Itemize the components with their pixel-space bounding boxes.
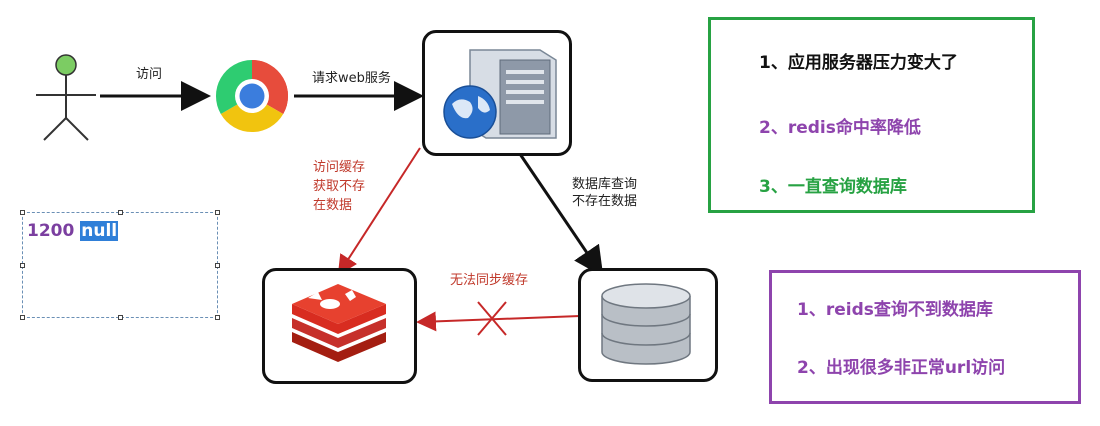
consequence-item-1: 1、应用服务器压力变大了 [759,53,958,73]
text-box-selection: null [80,221,119,241]
causes-panel: 1、reids查询不到数据库 2、出现很多非正常url访问 [769,270,1081,404]
resize-handle-bl[interactable] [20,315,25,320]
arrow-server-to-cache [337,147,421,276]
consequence-item-2: 2、redis命中率降低 [759,118,921,138]
label-cache-miss-line-3: 在数据 [313,198,353,213]
resize-handle-ml[interactable] [20,263,25,268]
arrow-db-to-cache [416,311,581,332]
text-box[interactable]: 1200 null [22,212,218,318]
label-cache-miss-line-2: 获取不存 [313,179,366,194]
cross-icon [477,301,507,336]
label-cache-miss: 访问缓存 获取不存 在数据 [313,158,365,215]
text-box-value: 1200 [27,221,75,241]
consequence-item-3: 3、一直查询数据库 [759,177,907,197]
label-request-web: 请求web服务 [312,71,391,86]
resize-handle-tl[interactable] [20,210,25,215]
consequences-panel: 1、应用服务器压力变大了 2、redis命中率降低 3、一直查询数据库 [708,17,1035,213]
text-box-content: 1200 null [27,221,119,241]
label-db-miss-line-2: 不存在数据 [572,194,638,209]
label-visit: 访问 [136,67,163,82]
resize-handle-br[interactable] [215,315,220,320]
resize-handle-bm[interactable] [118,315,123,320]
resize-handle-mr[interactable] [215,263,220,268]
label-db-miss: 数据库查询 不存在数据 [572,176,637,210]
label-db-miss-line-1: 数据库查询 [572,177,638,192]
label-cache-miss-line-1: 访问缓存 [313,160,366,175]
cause-item-2: 2、出现很多非正常url访问 [797,358,1006,378]
cause-item-1: 1、reids查询不到数据库 [797,300,993,320]
arrow-server-to-db [518,153,604,277]
resize-handle-tm[interactable] [118,210,123,215]
resize-handle-tr[interactable] [215,210,220,215]
label-cannot-sync: 无法同步缓存 [450,273,529,288]
